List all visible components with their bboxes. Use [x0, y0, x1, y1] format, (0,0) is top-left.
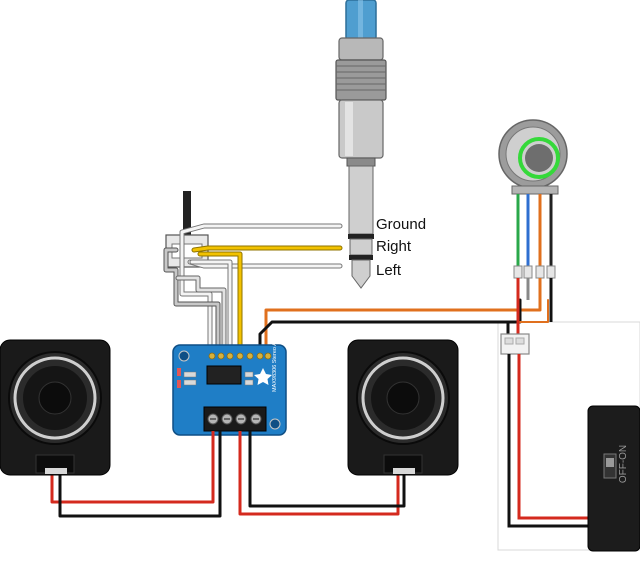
button-led-ring — [518, 137, 560, 179]
jst-connector — [500, 300, 590, 528]
jack-label-left: Left — [376, 262, 402, 279]
power-panel-outline — [497, 321, 640, 551]
left-speaker — [0, 339, 111, 476]
wire-right-speaker-red — [238, 431, 400, 516]
wire-battery-black — [507, 354, 590, 528]
battery-box: OFF-ON — [587, 405, 640, 552]
jack-label-right: Right — [376, 238, 412, 255]
wire-power-orange — [264, 298, 542, 358]
amplifier-model-label: MAX98306 Stereo Amplifier — [272, 324, 278, 392]
wire-battery-red — [517, 354, 590, 520]
wire-right-speaker-black — [248, 431, 406, 508]
wire-power-black — [258, 298, 522, 358]
illuminated-push-button — [498, 119, 568, 322]
wire-left-speaker-black — [58, 431, 222, 518]
potentiometer-knob — [183, 191, 191, 239]
wire-right — [192, 246, 342, 252]
jack-label-ground: Ground — [376, 216, 427, 233]
jack-tip — [351, 259, 371, 289]
battery-switch-label: OFF-ON — [618, 445, 629, 483]
adafruit-logo — [254, 368, 272, 385]
audio-jack-plug — [335, 0, 387, 289]
amplifier-board: MAX98306 Stereo Amplifier — [172, 324, 287, 436]
jack-ring — [349, 238, 373, 256]
right-speaker — [347, 339, 459, 476]
wire-left-speaker-red — [50, 431, 215, 504]
jack-sleeve — [348, 165, 374, 235]
wire-pot-to-amp-yellow — [198, 252, 242, 356]
